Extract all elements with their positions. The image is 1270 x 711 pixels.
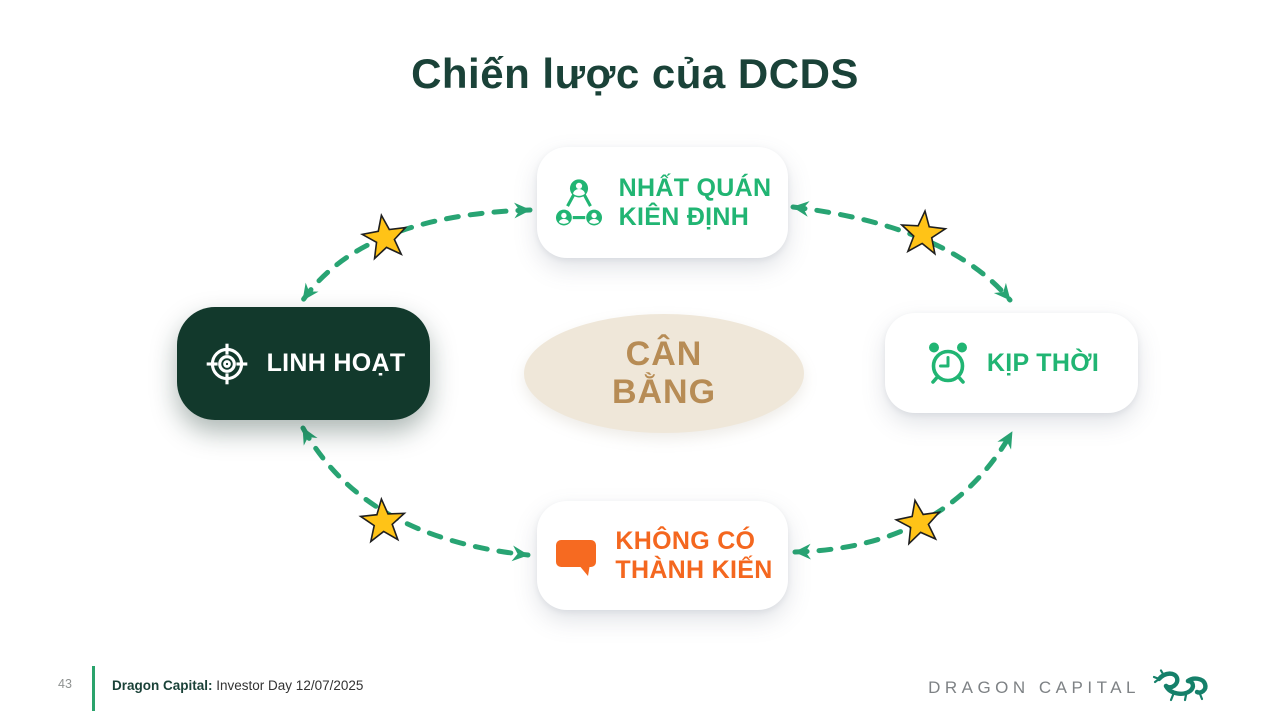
node-label-line1: KHÔNG CÓ [615, 526, 756, 555]
dragon-capital-logo: DRAGON CAPITAL [928, 669, 1214, 707]
node-label-line2: KIÊN ĐỊNH [618, 202, 750, 231]
node-kip-thoi: KỊP THỜI [885, 313, 1138, 413]
team-network-icon [554, 178, 604, 228]
footer-caption: Dragon Capital: Investor Day 12/07/2025 [112, 678, 363, 693]
node-label-line1: LINH HOẠT [266, 349, 406, 377]
slide-footer: 43 Dragon Capital: Investor Day 12/07/20… [0, 657, 1270, 711]
node-linh-hoat: LINH HOẠT [177, 307, 430, 420]
dragon-icon [1152, 669, 1208, 702]
arc-top-left [300, 202, 533, 303]
footer-brand: Dragon Capital: [112, 678, 213, 693]
logo-wordmark: DRAGON CAPITAL [928, 678, 1140, 697]
slide-title: Chiến lược của DCDS [411, 50, 859, 97]
target-icon [202, 339, 252, 389]
star-icon [893, 498, 942, 546]
footer-event: Investor Day 12/07/2025 [216, 678, 364, 693]
center-label-line2: BẰNG [611, 372, 717, 411]
arc-bottom-right [792, 429, 1015, 560]
center-label-line1: CÂN [625, 335, 703, 374]
node-label-line1: NHẤT QUÁN [618, 173, 772, 202]
node-label-line2: THÀNH KIẾN [615, 555, 773, 584]
node-khong-co-thanh-kien: KHÔNG CÓ THÀNH KIẾN [537, 501, 788, 610]
speech-bubble-icon [552, 532, 600, 580]
star-icon [899, 208, 948, 256]
arc-top-right [790, 201, 1013, 303]
node-nhat-quan-kien-dinh: NHẤT QUÁN KIÊN ĐỊNH [537, 147, 788, 258]
center-balance-ellipse: CÂN BẰNG [524, 314, 804, 433]
node-label-line1: KỊP THỜI [986, 348, 1100, 377]
arc-bottom-left [300, 425, 531, 562]
footer-divider [92, 666, 95, 711]
page-number: 43 [58, 677, 72, 691]
star-icon [359, 212, 408, 261]
alarm-clock-icon [924, 339, 972, 387]
star-icon [358, 496, 407, 544]
